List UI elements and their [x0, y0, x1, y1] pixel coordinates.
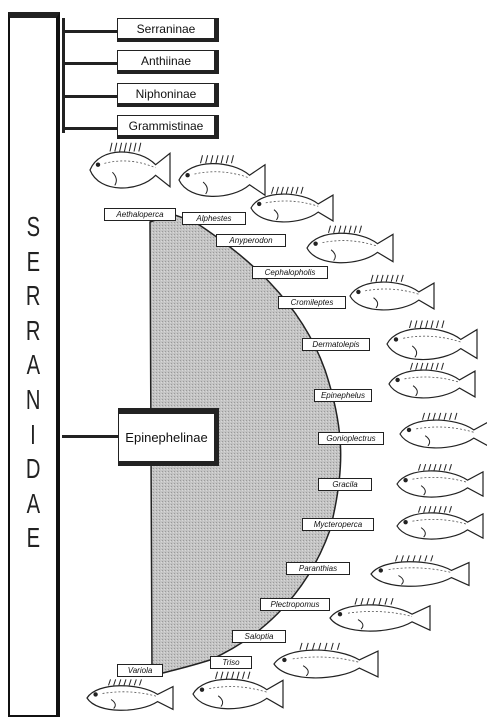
genus-cromileptes: Cromileptes	[278, 296, 346, 309]
tree-spine	[62, 18, 65, 133]
family-letter: N	[26, 383, 41, 418]
genus-alphestes: Alphestes	[182, 212, 246, 225]
genus-triso: Triso	[210, 656, 252, 669]
family-letter: S	[26, 210, 39, 245]
genus-saloptia: Saloptia	[232, 630, 286, 643]
connector-line	[62, 62, 118, 65]
family-name: S E R R A N I D A E	[10, 210, 56, 556]
family-letter: R	[26, 314, 41, 349]
subfamily-epinephelinae: Epinephelinae	[118, 408, 219, 466]
genus-plectropomus: Plectropomus	[260, 598, 330, 611]
family-letter: D	[26, 452, 41, 487]
genus-variola: Variola	[117, 664, 163, 677]
family-letter: R	[26, 279, 41, 314]
genus-anyperodon: Anyperodon	[216, 234, 286, 247]
genus-cephalopholis: Cephalopholis	[252, 266, 328, 279]
genus-aethaloperca: Aethaloperca	[104, 208, 176, 221]
subfamily-anthiinae: Anthiinae	[117, 50, 219, 74]
subfamily-niphoninae: Niphoninae	[117, 83, 219, 107]
genus-paranthias: Paranthias	[286, 562, 350, 575]
connector-line	[62, 127, 118, 130]
connector-line	[62, 95, 118, 98]
genus-epinephelus: Epinephelus	[314, 389, 372, 402]
connector-line	[62, 435, 119, 438]
connector-line	[62, 30, 118, 33]
family-letter: I	[30, 418, 36, 453]
genus-mycteroperca: Mycteroperca	[302, 518, 374, 531]
family-letter: E	[26, 521, 39, 556]
family-letter: A	[26, 487, 39, 522]
genus-gracila: Gracila	[318, 478, 372, 491]
genus-dermatolepis: Dermatolepis	[302, 338, 370, 351]
family-letter: E	[26, 245, 39, 280]
genus-gonioplectrus: Gonioplectrus	[318, 432, 384, 445]
family-letter: A	[26, 348, 39, 383]
subfamily-serraninae: Serraninae	[117, 18, 219, 42]
subfamily-grammistinae: Grammistinae	[117, 115, 219, 139]
